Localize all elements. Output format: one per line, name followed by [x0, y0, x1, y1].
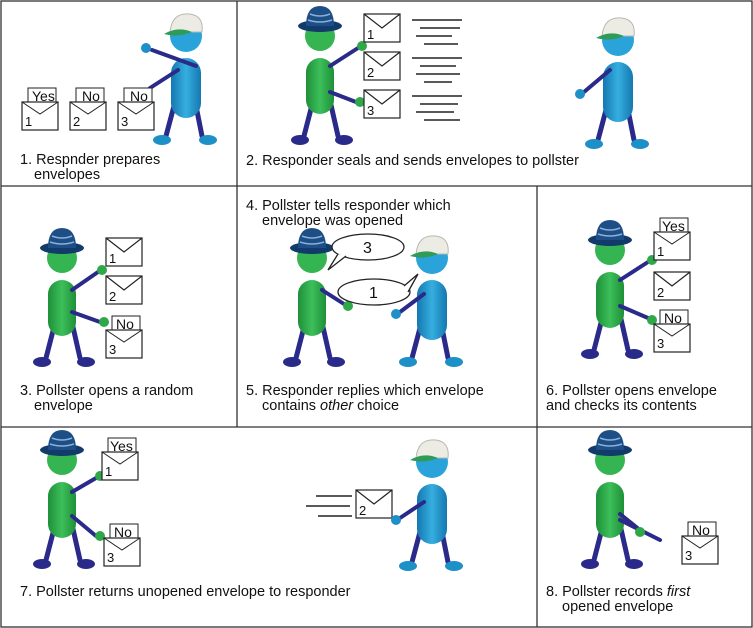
envelope-number: 1 [657, 244, 664, 259]
envelope-number: 1 [109, 251, 116, 266]
panel-6-caption-line-1: 6. Pollster opens envelope [546, 383, 717, 399]
card-label: No [664, 310, 682, 326]
panel-3-caption-line-1: 3. Pollster opens a random [20, 383, 193, 399]
card-label: No [692, 522, 710, 538]
panel-6-caption-line-2: and checks its contents [546, 398, 697, 414]
envelope-number: 1 [105, 464, 112, 479]
panel-4-5: 4. Pollster tells responder which envelo… [246, 198, 484, 414]
pollster-figure [33, 430, 95, 569]
envelope-number: 2 [367, 65, 374, 80]
envelope-number: 3 [685, 548, 692, 563]
bubble-text: 1 [369, 285, 378, 302]
envelope-3: 3 [363, 89, 401, 119]
envelope-2: No 2 [69, 87, 107, 131]
panel-2-caption: 2. Responder seals and sends envelopes t… [246, 153, 579, 169]
envelope-number: 2 [73, 114, 80, 129]
pollster-figure [33, 228, 95, 367]
card-label: No [130, 88, 148, 104]
envelope-1: Yes 1 [101, 437, 139, 481]
envelope-number: 2 [657, 285, 664, 300]
panel-8-caption-line-2: opened envelope [562, 599, 673, 615]
card-label: No [114, 524, 132, 540]
envelope-2: 2 [653, 271, 691, 301]
speech-bubble-responder: 1 [337, 273, 419, 306]
envelope-number: 3 [121, 114, 128, 129]
panel-7: Yes 1 No 3 2 7. Pollster returns unopene… [20, 430, 463, 600]
envelope-2: 2 [105, 275, 143, 305]
envelope-1: 1 [363, 13, 401, 43]
panel-8: No 3 8. Pollster records first opened en… [546, 430, 719, 615]
panel-3-caption-line-2: envelope [34, 398, 93, 414]
envelope-number: 1 [25, 114, 32, 129]
envelope-number: 3 [657, 336, 664, 351]
panel-7-caption: 7. Pollster returns unopened envelope to… [20, 584, 351, 600]
responder-figure [399, 236, 463, 367]
panel-4-caption-line-1: 4. Pollster tells responder which [246, 198, 451, 214]
envelope-number: 3 [107, 550, 114, 565]
envelope-2: 2 [363, 51, 401, 81]
envelope-number: 2 [109, 289, 116, 304]
pollster-figure [581, 430, 643, 569]
envelope-3: No 3 [653, 309, 691, 353]
envelope-3: No 3 [105, 315, 143, 359]
responder-figure [399, 440, 463, 571]
bubble-text: 3 [363, 240, 372, 257]
card-label: No [82, 88, 100, 104]
panel-4-caption-line-2: envelope was opened [262, 213, 403, 229]
pollster-figure [581, 220, 643, 359]
panel-5-caption-line-2: contains other choice [262, 398, 399, 414]
envelope-1: 1 [105, 237, 143, 267]
speech-bubble-pollster: 3 [327, 233, 405, 271]
envelope-1: Yes 1 [21, 87, 59, 131]
card-label: No [116, 316, 134, 332]
envelope-number: 3 [109, 342, 116, 357]
envelope-number: 1 [367, 27, 374, 42]
envelope-number: 3 [367, 103, 374, 118]
envelope-number: 2 [359, 503, 366, 518]
envelope-1: Yes 1 [653, 217, 691, 261]
panel-5-caption-line-1: 5. Responder replies which envelope [246, 383, 484, 399]
panel-3: 1 2 No 3 3. Pollster opens a random enve… [20, 228, 193, 414]
card-label: Yes [32, 88, 55, 104]
envelope-3: No 3 [103, 523, 141, 567]
motion-lines [306, 495, 352, 517]
motion-lines [412, 19, 462, 121]
envelope-3: No 3 [681, 521, 719, 565]
envelope-3: No 3 [117, 87, 155, 131]
panel-1-caption-line-1: 1. Respnder prepares [20, 152, 160, 168]
panel-2: 1 2 3 2. Responder seals and sends envel… [246, 6, 649, 169]
panel-1-caption-line-2: envelopes [34, 167, 100, 183]
card-label: Yes [662, 218, 685, 234]
envelope-2: 2 [355, 489, 393, 519]
panel-6: Yes 1 2 No 3 6. Pollster opens envelope … [546, 217, 717, 414]
card-label: Yes [110, 438, 133, 454]
panel-8-caption-line-1: 8. Pollster records first [546, 584, 691, 600]
panel-1: Yes 1 No 2 No 3 1. Respnder prepares env… [20, 14, 217, 183]
pollster-figure [291, 6, 353, 145]
